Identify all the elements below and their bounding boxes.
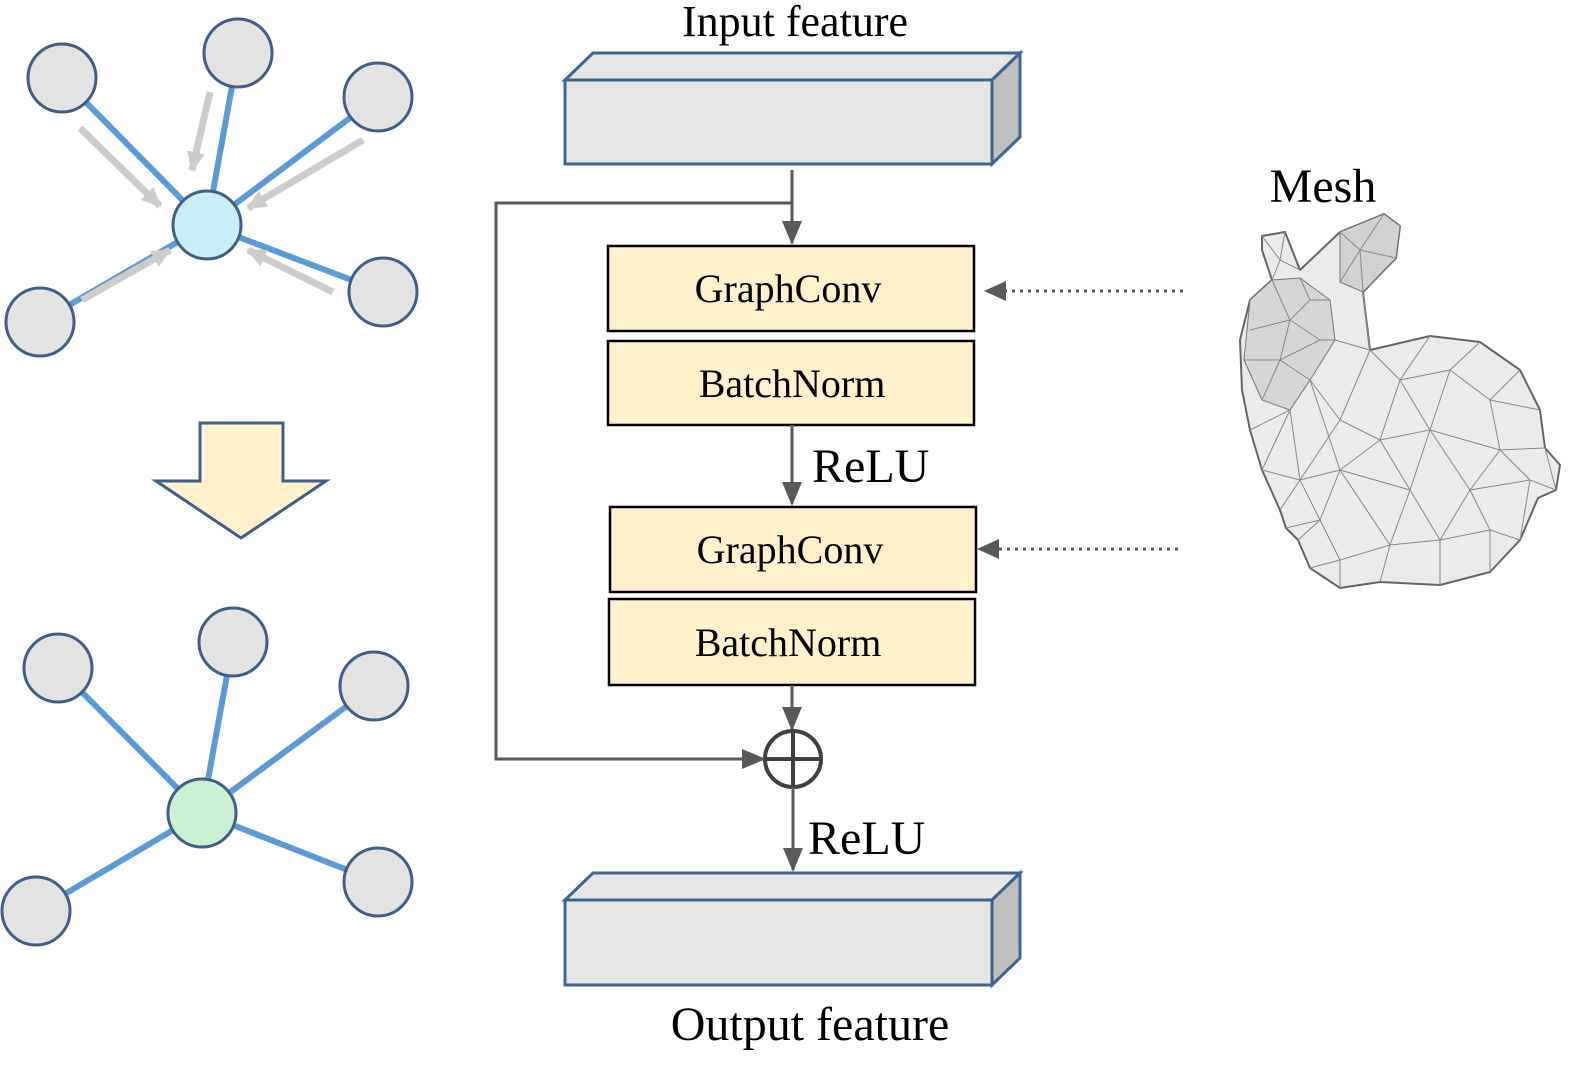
output-feature-label: Output feature	[671, 998, 950, 1051]
batchnorm-layer-1: BatchNorm	[606, 339, 976, 427]
center-node-before	[171, 189, 243, 261]
neighbor-node	[4, 286, 76, 358]
graph-after	[0, 606, 414, 947]
input-feature-label: Input feature	[682, 0, 908, 46]
message-arrow	[246, 136, 365, 212]
output-feature-box	[561, 869, 1024, 989]
center-node-after	[166, 777, 238, 849]
graphconv-layer-2: GraphConv	[608, 505, 978, 594]
graphconv-label: GraphConv	[697, 527, 884, 572]
graphconv-label: GraphConv	[695, 266, 882, 311]
input-feature-box	[561, 49, 1024, 168]
neighbor-node	[342, 61, 414, 133]
sum-circle-icon	[763, 729, 823, 789]
neighbor-node	[338, 650, 410, 722]
batchnorm-label: BatchNorm	[695, 620, 882, 665]
bunny-mesh-icon	[1239, 213, 1561, 589]
neighbor-node	[26, 42, 98, 114]
skip-connection	[494, 201, 792, 769]
batchnorm-label: BatchNorm	[699, 361, 886, 406]
message-arrow	[187, 91, 214, 172]
neighbor-node	[0, 875, 72, 947]
neighbor-node	[197, 606, 269, 678]
neighbor-node	[347, 256, 419, 328]
graphconv-layer-1: GraphConv	[606, 244, 976, 333]
message-arrow	[80, 246, 172, 304]
relu-label: ReLU	[808, 812, 925, 865]
down-arrow-icon	[151, 421, 331, 540]
neighbor-node	[22, 632, 94, 704]
mesh-label: Mesh	[1270, 160, 1377, 213]
message-arrow	[77, 125, 163, 209]
graph-before	[4, 17, 419, 358]
message-arrows	[77, 91, 365, 304]
neighbor-node	[342, 846, 414, 918]
batchnorm-layer-2: BatchNorm	[607, 597, 977, 687]
neighbor-node	[202, 17, 274, 89]
message-arrow	[246, 246, 335, 296]
relu-label: ReLU	[812, 440, 929, 493]
